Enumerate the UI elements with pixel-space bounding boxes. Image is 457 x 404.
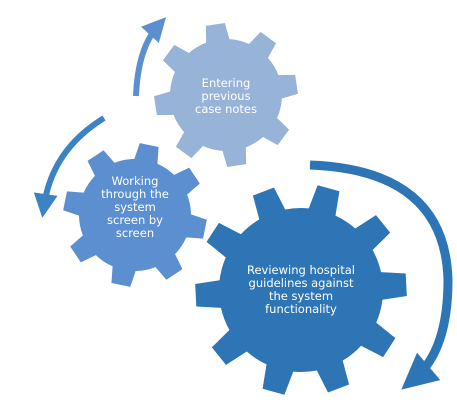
gear-medium	[63, 143, 207, 287]
gear-medium-label-line-4: screen by	[107, 212, 163, 227]
gear-medium-label-line-5: screen	[115, 225, 155, 240]
gear-large	[195, 185, 407, 395]
gear-medium-label: Working through the system screen by scr…	[90, 175, 180, 239]
gear-medium-label-line-3: system	[114, 199, 156, 214]
arrow-right-curved	[309, 160, 453, 390]
gear-large-label-line-1: Reviewing hospital	[246, 263, 356, 277]
gear-large-label-line-3: the system	[268, 288, 334, 303]
gear-medium-label-line-1: Working	[111, 174, 159, 188]
gear-large-label-line-4: functionality	[265, 301, 337, 316]
arrow-top-curved	[133, 17, 167, 97]
gear-large-label-line-2: guidelines against	[248, 275, 354, 290]
gear-medium-label-line-2: through the	[101, 186, 169, 201]
gear-small-label-line-2: previous	[201, 88, 251, 103]
gear-large-label: Reviewing hospital guidelines against th…	[236, 264, 366, 316]
arrow-left-curved	[33, 115, 106, 218]
gear-small	[154, 23, 298, 167]
gear-small-label-line-1: Entering	[201, 76, 251, 90]
gear-small-label-line-3: case notes	[195, 101, 257, 116]
gear-small-label: Entering previous case notes	[176, 77, 276, 116]
